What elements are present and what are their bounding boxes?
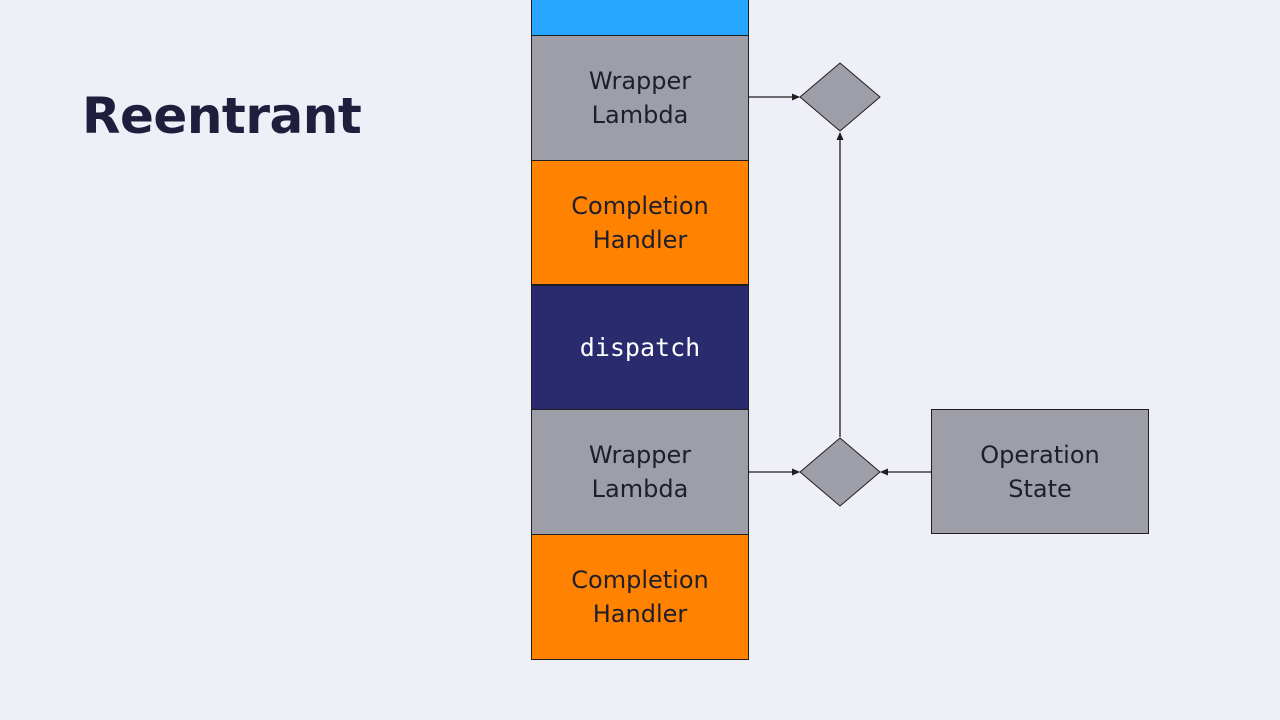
slide-title: Reentrant (82, 87, 362, 145)
upper-diamond (799, 62, 881, 132)
wrapper-lambda-lower-label: Wrapper Lambda (588, 441, 692, 503)
operation-state-box: Operation State (931, 409, 1149, 534)
stack-frame-completion-handler-lower: Completion Handler (531, 534, 749, 660)
wrapper-lambda-upper-label: Wrapper Lambda (588, 67, 692, 129)
completion-handler-upper-label: Completion Handler (571, 191, 709, 254)
stack-frame-dispatch: dispatch (531, 285, 749, 410)
lower-diamond (799, 437, 881, 507)
completion-handler-lower-label: Completion Handler (571, 566, 709, 628)
dispatch-label: dispatch (579, 332, 701, 362)
stack-frame-wrapper-lambda-upper: Wrapper Lambda (531, 35, 749, 161)
stack-frame-top (531, 0, 749, 36)
stack-frame-completion-handler-upper: Completion Handler (531, 160, 749, 285)
operation-state-label: Operation State (980, 440, 1100, 503)
